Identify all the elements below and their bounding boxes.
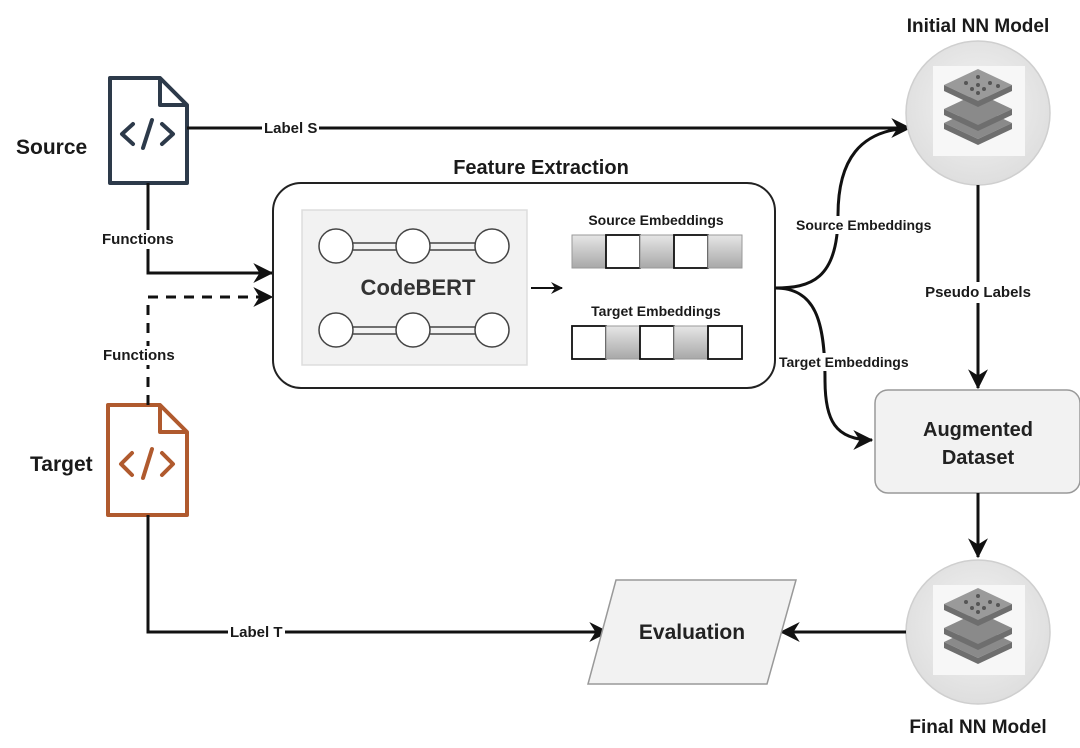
final-nn-model-label: Final NN Model	[909, 717, 1047, 738]
target-embedding-vector	[571, 325, 743, 360]
target-embedding-cell	[605, 325, 641, 360]
source-embedding-cell	[673, 234, 709, 269]
edge-label-t-text: Label T	[228, 624, 285, 641]
evaluation-label: Evaluation	[638, 621, 746, 644]
neural-layers-icon	[944, 588, 1012, 664]
final-nn-model-node	[905, 559, 1051, 705]
source-embeddings-edge-text: Source Embeddings	[795, 216, 933, 234]
augmented-dataset-node	[874, 389, 1080, 494]
source-label: Source	[16, 136, 88, 159]
feature-extraction-title: Feature Extraction	[453, 157, 629, 179]
target-embedding-cell	[639, 325, 675, 360]
neural-layers-icon	[944, 69, 1012, 145]
target-label: Target	[30, 453, 93, 476]
codebert-label: CodeBERT	[360, 275, 476, 300]
edge-target-embeddings	[774, 286, 874, 450]
target-functions-text: Functions	[102, 346, 176, 365]
edge-label-t	[146, 515, 610, 642]
source-embedding-vector	[571, 234, 743, 269]
target-embeddings-title: Target Embeddings	[591, 303, 721, 319]
source-embedding-cell	[605, 234, 641, 269]
source-embeddings-title: Source Embeddings	[588, 212, 724, 228]
initial-nn-model-node	[905, 40, 1051, 186]
edge-target-functions	[146, 287, 274, 405]
source-embedding-cell	[571, 234, 607, 269]
source-embedding-cell	[639, 234, 675, 269]
target-embeddings-edge-text: Target Embeddings	[778, 353, 910, 371]
target-embedding-cell	[571, 325, 607, 360]
edge-label-s-text: Label S	[262, 120, 320, 137]
source-functions-text: Functions	[101, 230, 175, 249]
augmented-dataset-line2: Dataset	[941, 447, 1015, 469]
target-embedding-cell	[707, 325, 743, 360]
target-file-icon	[106, 403, 189, 517]
evaluation-node	[587, 579, 797, 685]
augmented-dataset-line1: Augmented	[923, 419, 1033, 441]
codebert-network-icon	[318, 228, 510, 348]
pseudo-labels-text: Pseudo Labels	[923, 282, 1033, 303]
initial-nn-model-label: Initial NN Model	[906, 16, 1050, 37]
source-file-icon	[108, 76, 189, 185]
edge-source-functions	[146, 183, 274, 283]
edge-source-embeddings	[774, 126, 911, 290]
target-embedding-cell	[673, 325, 709, 360]
source-embedding-cell	[707, 234, 743, 269]
